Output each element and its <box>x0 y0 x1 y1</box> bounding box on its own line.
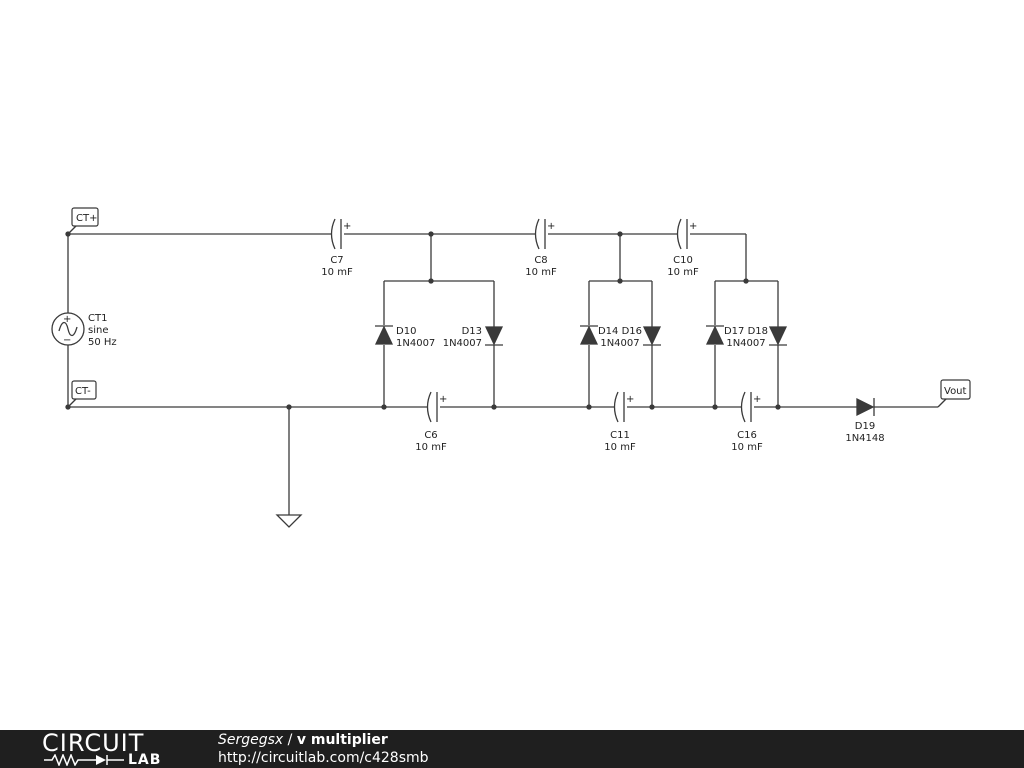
logo-wordmark-bottom: LAB <box>128 752 162 768</box>
diode-d10: D10 1N4007 <box>374 325 435 349</box>
svg-text:+: + <box>547 221 555 232</box>
tag-ct-plus: CT+ <box>67 207 99 235</box>
footer-bar: CIRCUIT LAB Sergegsx / v multiplier http… <box>0 730 1024 768</box>
d17-d18-part: 1N4007 <box>726 338 765 349</box>
d14-d16-name: D14 D16 <box>598 326 642 337</box>
capacitor-c11: + C11 10 mF <box>604 391 636 453</box>
c6-name: C6 <box>424 430 437 441</box>
svg-text:+: + <box>689 221 697 232</box>
circuit-url[interactable]: http://circuitlab.com/c428smb <box>218 750 429 766</box>
c11-value: 10 mF <box>604 442 636 453</box>
author-name[interactable]: Sergegsx <box>218 732 284 748</box>
schematic-canvas: + − CT1 sine 50 Hz CT+ CT- Vout + C7 10 … <box>51 207 971 528</box>
source-type: sine <box>88 325 108 336</box>
d13-part: 1N4007 <box>443 338 482 349</box>
d10-part: 1N4007 <box>396 338 435 349</box>
d19-part: 1N4148 <box>845 433 884 444</box>
source-name: CT1 <box>88 313 107 324</box>
c11-name: C11 <box>610 430 630 441</box>
c16-value: 10 mF <box>731 442 763 453</box>
svg-text:−: − <box>63 335 71 346</box>
d13-name: D13 <box>462 326 482 337</box>
logo-resistor-diode-icon <box>44 754 124 766</box>
capacitor-c6: + C6 10 mF <box>415 391 447 453</box>
tag-ct-minus: CT- <box>67 380 97 408</box>
c6-value: 10 mF <box>415 442 447 453</box>
d17-d18-name: D17 D18 <box>724 326 768 337</box>
capacitor-c10: + C10 10 mF <box>667 218 699 278</box>
svg-text:+: + <box>343 221 351 232</box>
svg-text:+: + <box>626 394 634 405</box>
logo-wordmark-top: CIRCUIT <box>42 729 145 757</box>
capacitor-c16: + C16 10 mF <box>731 391 763 453</box>
tag-vout-label: Vout <box>944 386 967 397</box>
tag-vout: Vout <box>937 379 971 408</box>
c16-name: C16 <box>737 430 757 441</box>
tag-ct-minus-label: CT- <box>75 386 91 397</box>
diode-d13: D13 1N4007 <box>443 326 504 349</box>
circuitlab-logo[interactable]: CIRCUIT LAB <box>42 729 177 768</box>
ground-symbol <box>275 514 303 528</box>
circuit-title[interactable]: v multiplier <box>296 732 388 748</box>
d10-name: D10 <box>396 326 416 337</box>
wires <box>67 233 938 515</box>
diode-d17 <box>705 325 725 345</box>
svg-text:+: + <box>753 394 761 405</box>
c10-name: C10 <box>673 255 693 266</box>
junction-dots <box>65 231 781 410</box>
diode-d19: D19 1N4148 <box>845 397 885 444</box>
c7-value: 10 mF <box>321 267 353 278</box>
capacitor-c7: + C7 10 mF <box>321 218 353 278</box>
c8-value: 10 mF <box>525 267 557 278</box>
d19-name: D19 <box>855 421 875 432</box>
svg-text:+: + <box>63 314 71 325</box>
source-ct1: + − CT1 sine 50 Hz <box>51 312 117 348</box>
tag-ct-plus-label: CT+ <box>76 213 97 224</box>
d14-d16-part: 1N4007 <box>600 338 639 349</box>
c8-name: C8 <box>534 255 547 266</box>
diode-d16 <box>642 326 662 346</box>
source-frequency: 50 Hz <box>88 337 117 348</box>
svg-text:+: + <box>439 394 447 405</box>
circuit-byline: Sergegsx / v multiplier <box>218 731 388 749</box>
byline-separator: / <box>283 732 297 748</box>
c10-value: 10 mF <box>667 267 699 278</box>
capacitor-c8: + C8 10 mF <box>525 218 557 278</box>
diode-d18 <box>768 326 788 346</box>
c7-name: C7 <box>330 255 343 266</box>
diode-d14 <box>579 325 599 345</box>
